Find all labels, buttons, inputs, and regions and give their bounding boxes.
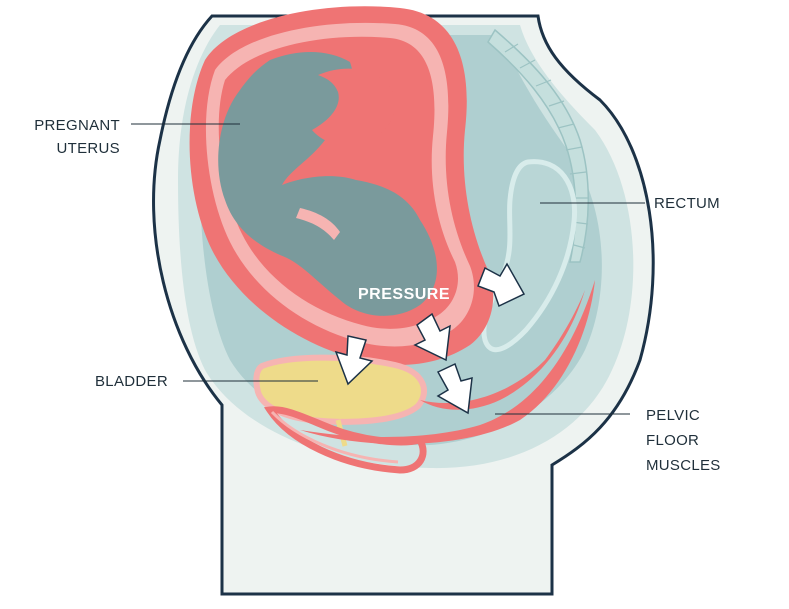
label-rectum: RECTUM <box>654 195 720 212</box>
label-uterus: UTERUS <box>57 140 120 157</box>
arrow-icon-rectum <box>477 262 526 308</box>
arrow-icon <box>334 262 526 415</box>
label-bladder: BLADDER <box>95 373 168 390</box>
label-muscles: MUSCLES <box>646 457 721 474</box>
pelvic-floor-muscles <box>300 280 595 445</box>
spine <box>487 28 589 263</box>
arrow-icon-floor <box>436 362 473 415</box>
label-pelvic: PELVIC <box>646 407 700 424</box>
label-floor: FLOOR <box>646 432 699 449</box>
label-pressure: PRESSURE <box>358 286 450 303</box>
arrow-icon-cervix <box>413 312 451 362</box>
arrow-icon-bladder <box>334 335 374 386</box>
label-pregnant: PREGNANT <box>34 117 120 134</box>
vertebra-lines <box>504 43 589 249</box>
baby-shape <box>218 51 437 316</box>
baby-limb <box>312 68 396 146</box>
lower-canal-inner <box>270 410 399 464</box>
baby-arm <box>296 208 340 240</box>
